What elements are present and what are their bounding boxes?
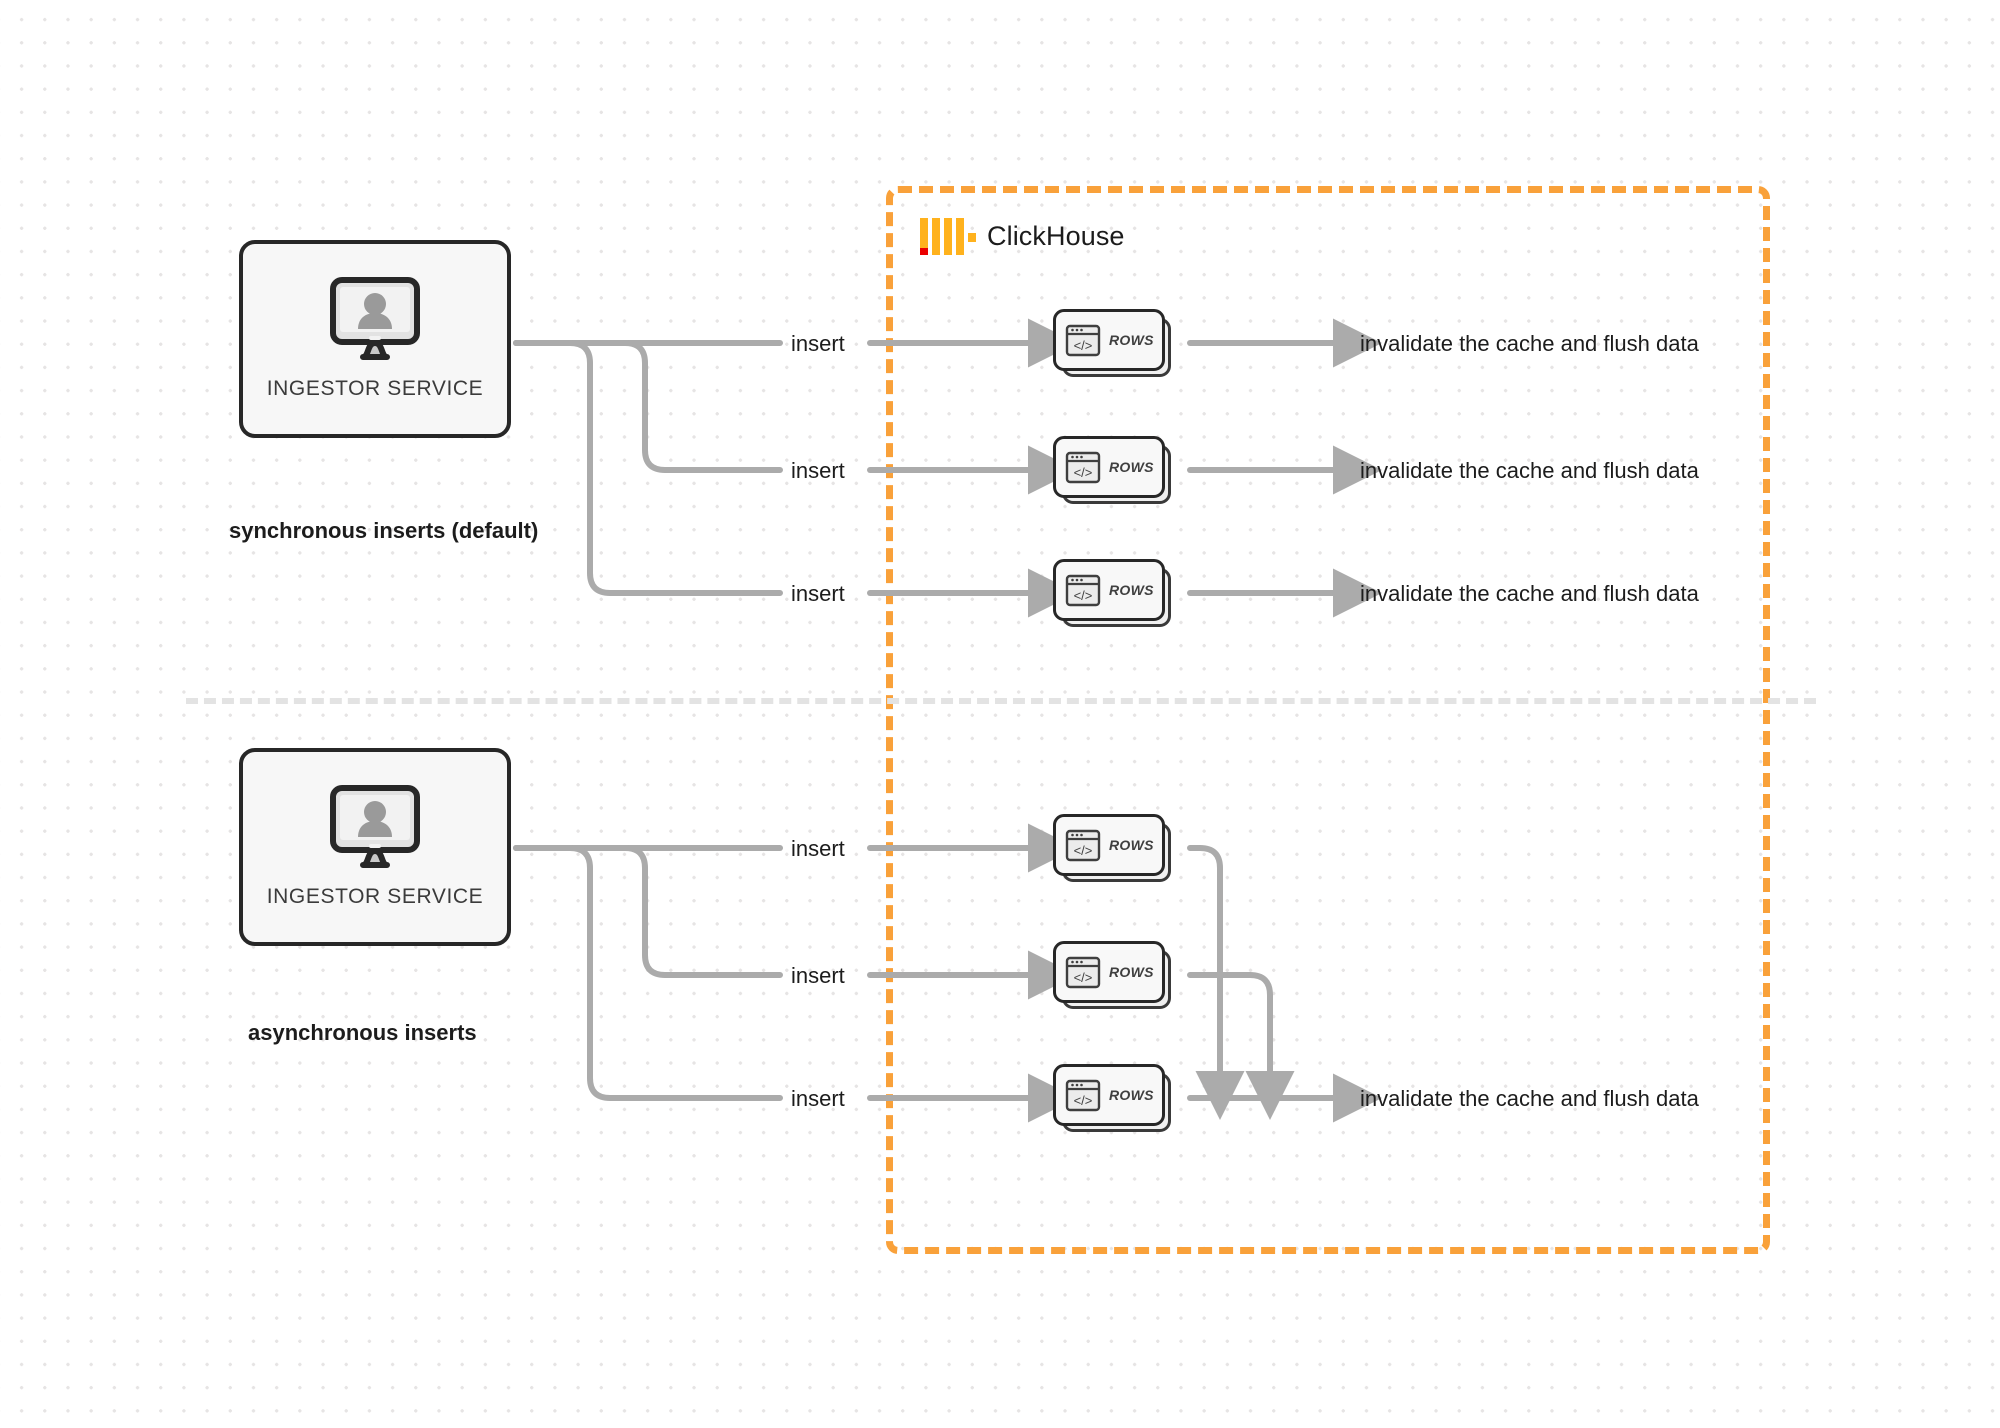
- flush-label-sync-1: invalidate the cache and flush data: [1360, 331, 1699, 356]
- code-window-icon: </>: [1065, 324, 1101, 356]
- caption-asynchronous: asynchronous inserts: [248, 1020, 477, 1045]
- rows-card-label: ROWS: [1109, 459, 1154, 475]
- code-window-icon: </>: [1065, 829, 1101, 861]
- rows-card-label: ROWS: [1109, 332, 1154, 348]
- clickhouse-logo: [920, 218, 976, 255]
- rows-card-front: </> ROWS: [1053, 309, 1165, 371]
- section-divider: [186, 698, 1816, 704]
- ingestor-service-label: INGESTOR SERVICE: [266, 377, 484, 400]
- code-window-icon: </>: [1065, 451, 1101, 483]
- clickhouse-header: ClickHouse: [920, 218, 1125, 255]
- rows-card-label: ROWS: [1109, 582, 1154, 598]
- flush-label-sync-2: invalidate the cache and flush data: [1360, 458, 1699, 483]
- insert-label-sync-2: insert: [791, 458, 845, 483]
- insert-label-async-1: insert: [791, 836, 845, 861]
- code-window-icon: </>: [1065, 574, 1101, 606]
- svg-text:</>: </>: [1074, 588, 1093, 603]
- flush-label-sync-3: invalidate the cache and flush data: [1360, 581, 1699, 606]
- svg-text:</>: </>: [1074, 1093, 1093, 1108]
- rows-card-async-3[interactable]: </> ROWS: [1053, 1064, 1171, 1132]
- clickhouse-boundary: [886, 186, 1770, 1254]
- logo-bar-4: [956, 218, 964, 255]
- insert-label-sync-3: insert: [791, 581, 845, 606]
- svg-text:</>: </>: [1074, 843, 1093, 858]
- rows-card-sync-2[interactable]: </> ROWS: [1053, 436, 1171, 504]
- logo-red-dot: [920, 248, 928, 255]
- caption-synchronous: synchronous inserts (default): [229, 518, 539, 543]
- logo-bar-1: [920, 218, 928, 255]
- rows-card-label: ROWS: [1109, 964, 1154, 980]
- clickhouse-label: ClickHouse: [987, 221, 1125, 251]
- svg-text:</>: </>: [1074, 465, 1093, 480]
- rows-card-front: </> ROWS: [1053, 559, 1165, 621]
- rows-card-front: </> ROWS: [1053, 941, 1165, 1003]
- insert-label-async-3: insert: [791, 1086, 845, 1111]
- monitor-user-icon: [330, 277, 420, 360]
- rows-card-async-1[interactable]: </> ROWS: [1053, 814, 1171, 882]
- rows-card-label: ROWS: [1109, 1087, 1154, 1103]
- insert-label-sync-1: insert: [791, 331, 845, 356]
- insert-label-async-2: insert: [791, 963, 845, 988]
- rows-card-sync-1[interactable]: </> ROWS: [1053, 309, 1171, 377]
- rows-card-async-2[interactable]: </> ROWS: [1053, 941, 1171, 1009]
- svg-text:</>: </>: [1074, 338, 1093, 353]
- svg-text:</>: </>: [1074, 970, 1093, 985]
- ingestor-service-label: INGESTOR SERVICE: [266, 885, 484, 908]
- rows-card-sync-3[interactable]: </> ROWS: [1053, 559, 1171, 627]
- monitor-user-icon: [330, 785, 420, 868]
- rows-card-front: </> ROWS: [1053, 436, 1165, 498]
- logo-bar-3: [944, 218, 952, 255]
- logo-bar-2: [932, 218, 940, 255]
- rows-card-front: </> ROWS: [1053, 814, 1165, 876]
- code-window-icon: </>: [1065, 1079, 1101, 1111]
- code-window-icon: </>: [1065, 956, 1101, 988]
- logo-square: [968, 233, 976, 242]
- ingestor-service-sync[interactable]: INGESTOR SERVICE: [239, 240, 511, 438]
- ingestor-service-async[interactable]: INGESTOR SERVICE: [239, 748, 511, 946]
- rows-card-label: ROWS: [1109, 837, 1154, 853]
- rows-card-front: </> ROWS: [1053, 1064, 1165, 1126]
- flush-label-async-merged: invalidate the cache and flush data: [1360, 1086, 1699, 1111]
